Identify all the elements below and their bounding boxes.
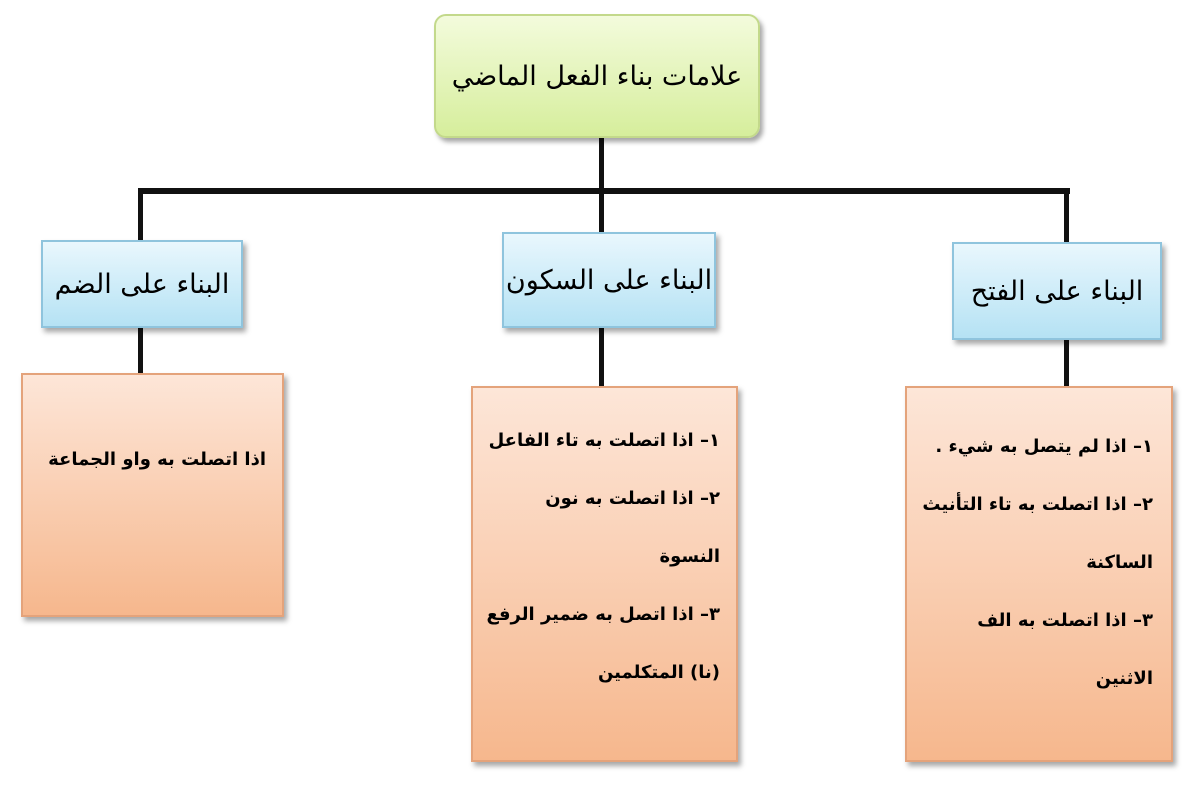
connector-root-down	[599, 138, 604, 194]
connector-horizontal-bar	[138, 188, 1070, 194]
list-item: ٢– اذا اتصلت به تاء التأنيث الساكنة	[922, 494, 1153, 573]
detail-damma-box: اذا اتصلت به واو الجماعة	[21, 373, 284, 617]
list-item: ٣– اذا اتصلت به الف الاثنين	[977, 610, 1153, 689]
list-item: ١– اذا لم يتصل به شيء .	[935, 436, 1153, 457]
connector-left-branch	[138, 188, 143, 241]
detail-damma-list: اذا اتصلت به واو الجماعة	[33, 445, 266, 475]
list-item: اذا اتصلت به واو الجماعة	[48, 449, 266, 470]
connector-right-branch	[1064, 188, 1069, 244]
detail-fatha-list: ١– اذا لم يتصل به شيء . ٢– اذا اتصلت به …	[917, 418, 1153, 708]
root-node: علامات بناء الفعل الماضي	[434, 14, 760, 138]
connector-left-to-detail	[138, 328, 143, 374]
detail-sukun-list: ١– اذا اتصلت به تاء الفاعل ٢– اذا اتصلت …	[483, 412, 720, 702]
connector-middle-to-detail	[599, 328, 604, 386]
category-sukun-label: البناء على السكون	[505, 264, 713, 296]
category-damma-node: البناء على الضم	[41, 240, 243, 328]
connector-right-to-detail	[1064, 340, 1069, 388]
list-item: ١– اذا اتصلت به تاء الفاعل	[488, 430, 720, 451]
list-item: ٢– اذا اتصلت به نون النسوة	[545, 488, 720, 567]
category-damma-label: البناء على الضم	[54, 268, 230, 300]
category-fatha-node: البناء على الفتح	[952, 242, 1162, 340]
detail-fatha-box: ١– اذا لم يتصل به شيء . ٢– اذا اتصلت به …	[905, 386, 1173, 762]
detail-sukun-box: ١– اذا اتصلت به تاء الفاعل ٢– اذا اتصلت …	[471, 386, 738, 762]
connector-middle-branch	[599, 188, 604, 234]
category-sukun-node: البناء على السكون	[502, 232, 716, 328]
root-title: علامات بناء الفعل الماضي	[451, 60, 743, 92]
category-fatha-label: البناء على الفتح	[970, 275, 1144, 307]
list-item: ٣– اذا اتصل به ضمير الرفع (نا) المتكلمين	[486, 604, 720, 683]
